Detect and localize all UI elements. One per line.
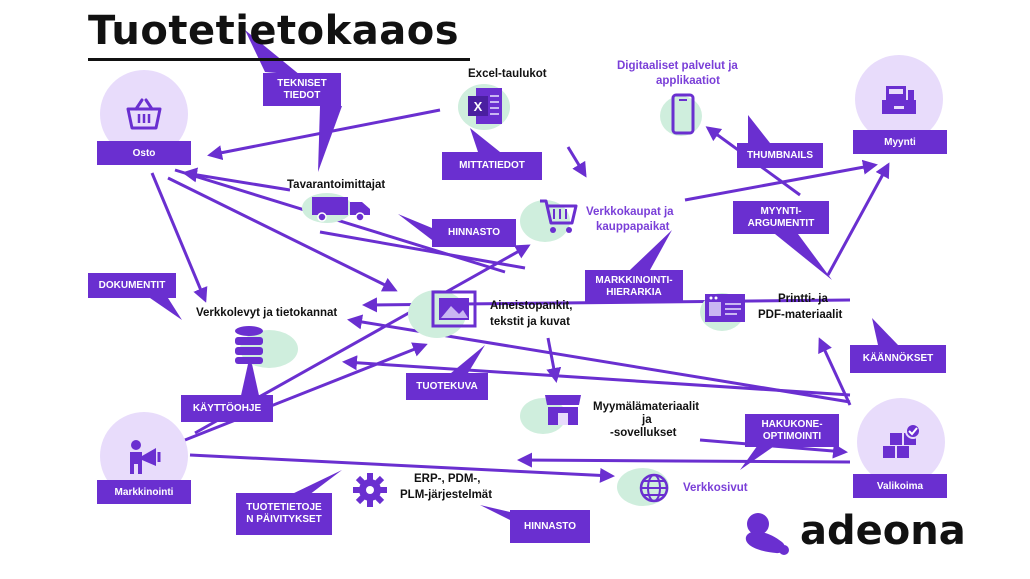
boxes-icon: [883, 423, 921, 458]
brochure-icon: [705, 294, 745, 322]
node-markkinointi-label: Markkinointi: [97, 480, 191, 504]
myymala-label-2: ja: [642, 414, 652, 426]
tag-hinnasto-top: HINNASTO: [432, 219, 516, 247]
node-osto-label: Osto: [97, 141, 191, 165]
edge: [189, 453, 615, 483]
callout-pointer: [748, 115, 770, 143]
tag-myyntiargumentit: MYYNTI-ARGUMENTIT: [733, 201, 829, 234]
truck-icon: [312, 197, 370, 222]
tag-kayttoohje: KÄYTTÖOHJE: [181, 395, 273, 422]
node-valikoima: [857, 398, 945, 486]
printti-label-1: Printti- ja: [778, 293, 828, 305]
tag-line: HAKUKONE-: [761, 418, 823, 430]
tag-thumbnails: THUMBNAILS: [737, 143, 823, 168]
callout-pointer: [445, 345, 485, 378]
title-underline: [88, 58, 470, 61]
svg-text:X: X: [474, 99, 483, 114]
digitaaliset-label-2: applikaatiot: [656, 75, 720, 87]
tag-kaannokset: KÄÄNNÖKSET: [850, 345, 946, 373]
verkkosivut-label: Verkkosivut: [683, 482, 748, 494]
tag-line: OPTIMOINTI: [762, 430, 822, 442]
storefront-icon: [545, 395, 581, 425]
callout-pointer: [290, 470, 342, 498]
image-icon: [431, 290, 477, 328]
myymala-label-3: -sovellukset: [610, 427, 677, 439]
digitaaliset-label-1: Digitaaliset palvelut ja: [617, 60, 738, 72]
printti-label-2: PDF-materiaalit: [758, 309, 843, 321]
callout-pointer: [872, 318, 898, 345]
edge: [319, 230, 526, 270]
excel-icon: X: [468, 88, 502, 124]
tag-line: TIEDOT: [283, 89, 321, 101]
edge: [517, 452, 851, 468]
callout-pointer: [775, 234, 832, 280]
callout-pointer: [480, 505, 510, 520]
tag-tuotekuva: TUOTEKUVA: [406, 373, 488, 400]
tag-markkinointihierarkia: MARKKINOINTI-HIERARKIA: [585, 270, 683, 303]
edge: [818, 337, 852, 406]
node-myynti: [855, 55, 943, 143]
edge: [167, 176, 398, 292]
node-myynti-label: Myynti: [853, 130, 947, 154]
callout-pointer: [470, 128, 500, 152]
verkkolevyt-label: Verkkolevyt ja tietokannat: [196, 307, 338, 319]
edge: [684, 159, 878, 202]
tag-line: TEKNISET: [277, 77, 327, 89]
callout-pointer: [318, 106, 342, 172]
tag-dokumentit: DOKUMENTIT: [88, 273, 176, 298]
gear-icon: [353, 473, 387, 507]
megaphone-icon: [130, 440, 161, 474]
edge: [546, 337, 562, 383]
verkkokaupat-label-2: kauppapaikat: [596, 221, 670, 233]
erp-label-2: PLM-järjestelmät: [400, 489, 493, 501]
excel-label: Excel-taulukot: [468, 68, 547, 80]
edge: [182, 167, 291, 192]
callout-pointer: [150, 298, 182, 320]
aineisto-label-2: tekstit ja kuvat: [490, 316, 570, 328]
tag-line: ARGUMENTIT: [747, 217, 815, 229]
verkkokaupat-label-1: Verkkokaupat ja: [586, 206, 674, 218]
tag-line: MARKKINOINTI-: [595, 274, 673, 286]
shopping-cart-icon: [540, 199, 578, 233]
callout-pointer: [240, 355, 260, 400]
edge: [150, 172, 208, 303]
tag-line: TUOTETIETOJE: [246, 502, 322, 513]
cash-register-icon: [882, 86, 916, 114]
decor-blob: [660, 96, 702, 136]
tag-hinnasto-bottom: HINNASTO: [510, 510, 590, 543]
tag-line: HIERARKIA: [606, 286, 662, 298]
adeona-logo-icon: [745, 513, 789, 555]
callout-pointer: [245, 30, 300, 75]
aineisto-label-1: Aineistopankit,: [490, 300, 573, 312]
node-valikoima-label: Valikoima: [853, 474, 947, 498]
tag-mittatiedot: MITTATIEDOT: [442, 152, 542, 180]
callout-pointer: [398, 214, 432, 240]
edge: [566, 146, 587, 178]
callout-pointer: [630, 230, 672, 270]
tag-line: N PÄIVITYKSET: [246, 514, 322, 525]
myymala-label-1: Myymälämateriaalit: [593, 401, 700, 413]
smartphone-icon: [671, 93, 695, 135]
edge: [826, 162, 890, 276]
basket-icon: [126, 98, 162, 130]
edge: [342, 355, 851, 397]
erp-label-1: ERP-, PDM-,: [414, 473, 481, 485]
database-icon: [235, 326, 263, 364]
callout-pointer: [740, 442, 780, 470]
globe-icon: [639, 473, 669, 503]
page-title: Tuotetietokaaos: [88, 8, 460, 54]
tag-hakukoneoptimointi: HAKUKONE-OPTIMOINTI: [745, 414, 839, 447]
tag-line: MYYNTI-: [760, 205, 802, 217]
edge: [184, 342, 428, 442]
tavarantoimittajat-label: Tavarantoimittajat: [287, 179, 386, 191]
brand-logo-text: adeona: [800, 508, 966, 554]
